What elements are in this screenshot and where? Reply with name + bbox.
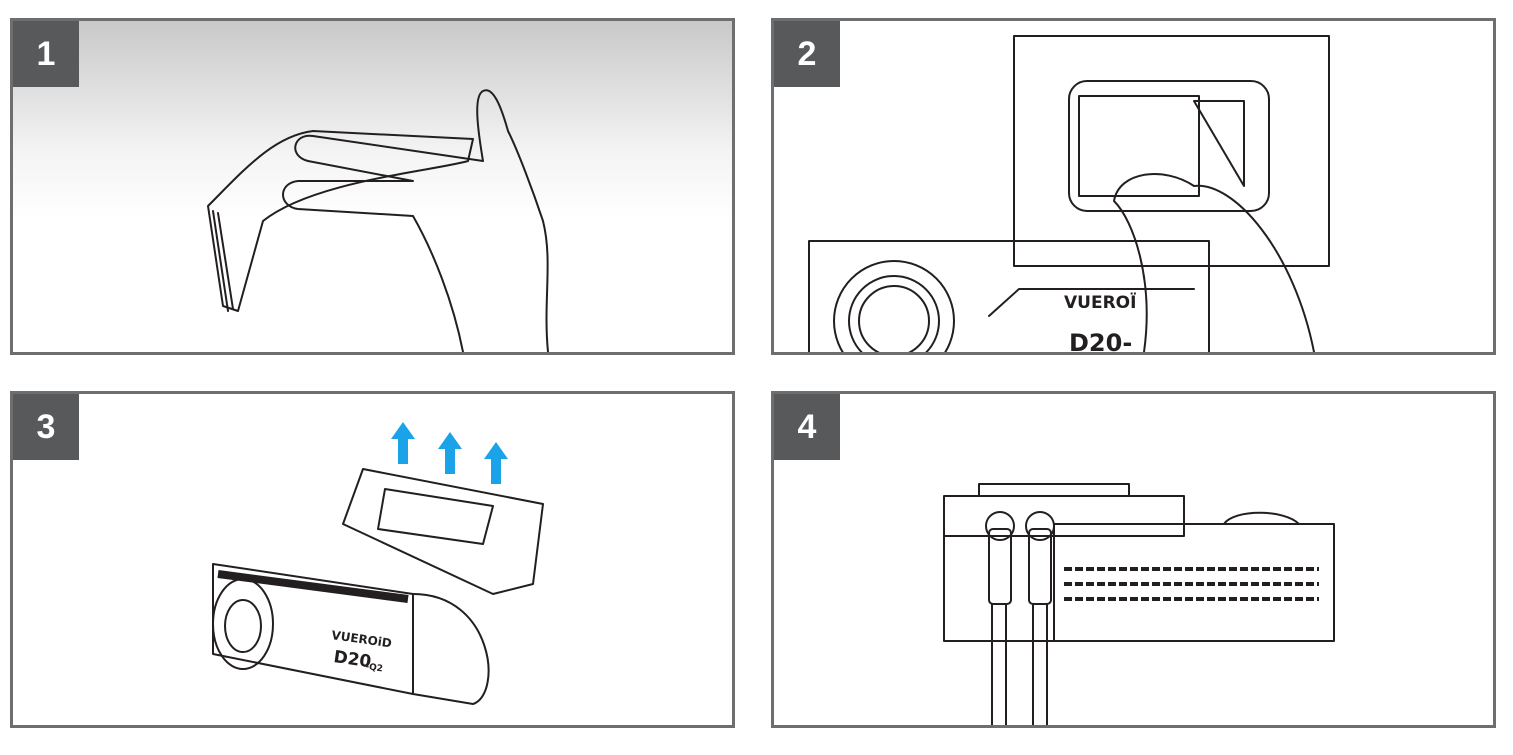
connect-cables-illustration — [943, 483, 1335, 725]
brand-logo-text: VUEROÏ — [1064, 291, 1136, 313]
remove-protective-film-illustration: VUEROiD D20 -Q2 — [212, 422, 544, 705]
hand-wiping-cloth-illustration — [207, 89, 549, 352]
step-number-badge: 4 — [774, 394, 840, 460]
step-number-badge: 3 — [13, 394, 79, 460]
step-number-badge: 2 — [774, 21, 840, 87]
step-2-panel: 2 VUEROÏ D20- — [771, 18, 1496, 355]
step-1-panel: 1 — [10, 18, 735, 355]
step-4-panel: 4 — [771, 391, 1496, 728]
model-suffix-text: -Q2 — [365, 662, 384, 674]
upward-arrow-icons — [391, 422, 508, 484]
step-number-badge: 1 — [13, 21, 79, 87]
model-text: D20- — [1069, 329, 1132, 352]
step-3-panel: 3 VUEROiD D20 -Q2 — [10, 391, 735, 728]
peel-film-illustration: VUEROÏ D20- — [808, 35, 1330, 352]
